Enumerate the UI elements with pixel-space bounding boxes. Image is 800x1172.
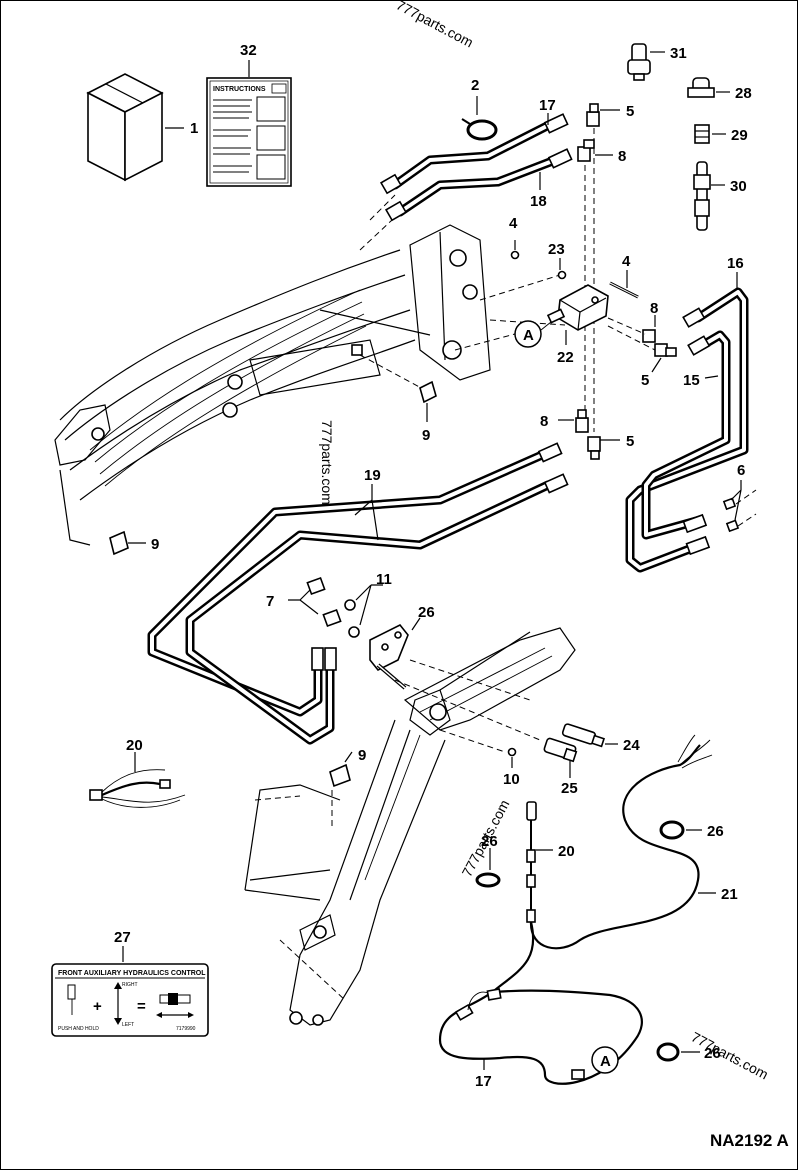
decal-part-number: 7179990 [176,1026,196,1032]
part-hose-strap [461,118,498,141]
callout-18: 20 [126,737,143,754]
callout-26-c: 26 [704,1045,721,1062]
part-30 [693,161,711,231]
watermark-top: 777parts.com [394,0,476,50]
callout-11: 11 [376,571,392,588]
callout-7: 7 [266,593,274,610]
callout-32: 32 [240,42,257,59]
part-26-strap-b [659,820,685,840]
part-26-strap-a [475,872,501,888]
part-18-harness [89,769,186,808]
part-20-sensor [526,801,537,923]
part-11-nuts [344,599,360,638]
decal-left: LEFT [122,1022,134,1028]
callout-27: 27 [114,929,131,946]
part-27-decal: FRONT AUXILIARY HYDRAULICS CONTROL + RIG… [51,963,209,1037]
connector-a-lower: A [591,1046,619,1074]
svg-text:A: A [600,1053,611,1070]
callout-14: 17 [539,97,556,114]
part-4-nut [510,250,520,260]
part-10-nut [507,747,517,757]
callout-2: 2 [471,77,479,94]
lower-loader-arm [244,627,576,1026]
callout-21: 22 [557,349,574,366]
part-box [86,73,164,182]
decal-right: RIGHT [122,982,138,988]
callout-19: 21 [721,886,738,903]
callout-5-mid: 5 [626,433,634,450]
part-26-strap-c [656,1042,680,1062]
part-25-bracket [369,623,409,690]
part-19-wire-harness [438,734,713,1085]
callout-15: 18 [530,193,547,210]
callout-31: 31 [670,45,687,62]
part-24-coupler [543,737,578,763]
part-23-coupler [561,723,605,748]
callout-26-a: 26 [481,833,498,850]
part-22-nut [557,270,567,280]
svg-text:=: = [137,998,146,1015]
part-fitting-8-right [642,329,677,357]
callout-1: 1 [190,120,198,137]
callout-29: 29 [731,127,748,144]
upper-loader-arm [54,194,566,546]
callout-24: 25 [561,780,578,797]
part-clip-lower [329,763,351,788]
connector-a-upper: A [514,320,542,348]
callout-22: 23 [548,241,565,258]
part-28 [687,77,715,98]
part-7-elbows [306,576,342,628]
callout-30: 30 [730,178,747,195]
part-fitting-5-mid [587,436,601,460]
callout-9-lower: 9 [358,747,366,764]
part-31 [627,43,651,81]
callout-16: 19 [364,467,381,484]
decal-title: FRONT AUXILIARY HYDRAULICS CONTROL [58,970,206,977]
diagram-code: NA2192 A [710,1131,789,1150]
callout-20: 20 [558,843,575,860]
instructions-label: INSTRUCTIONS [213,86,266,93]
callout-12: 15 [683,372,700,389]
part-clip-upper [419,380,437,404]
callout-5-right: 5 [641,372,649,389]
watermark-bottom: 777parts.com [689,1029,771,1083]
callout-10: 10 [503,771,520,788]
part-21-valve [546,284,609,331]
decal-push-hold: PUSH AND HOLD [58,1026,99,1032]
callout-9-upper: 9 [422,427,430,444]
part-3-bolt [609,281,639,299]
callout-4: 4 [509,215,518,232]
callout-3: 4 [622,253,631,270]
callout-9-left: 9 [151,536,159,553]
svg-text:A: A [523,327,534,344]
part-fitting-8-mid [575,409,589,433]
callout-8-top: 8 [618,148,626,165]
part-6-caps [722,497,740,533]
callout-26-b: 26 [707,823,724,840]
callout-5-top: 5 [626,103,634,120]
part-clip-left [109,530,129,556]
part-instructions-sheet: INSTRUCTIONS [206,77,292,187]
svg-text:+: + [93,998,102,1015]
callout-13: 16 [727,255,744,272]
callout-6: 6 [737,462,745,479]
callout-23: 24 [623,737,640,754]
callout-17: 17 [475,1073,492,1090]
part-fitting-top [577,103,600,162]
watermark-middle: 777parts.com [319,420,335,505]
callout-8-right: 8 [650,300,658,317]
callout-8-mid: 8 [540,413,548,430]
part-29 [694,124,710,144]
callout-25: 26 [418,604,435,621]
callout-28: 28 [735,85,752,102]
